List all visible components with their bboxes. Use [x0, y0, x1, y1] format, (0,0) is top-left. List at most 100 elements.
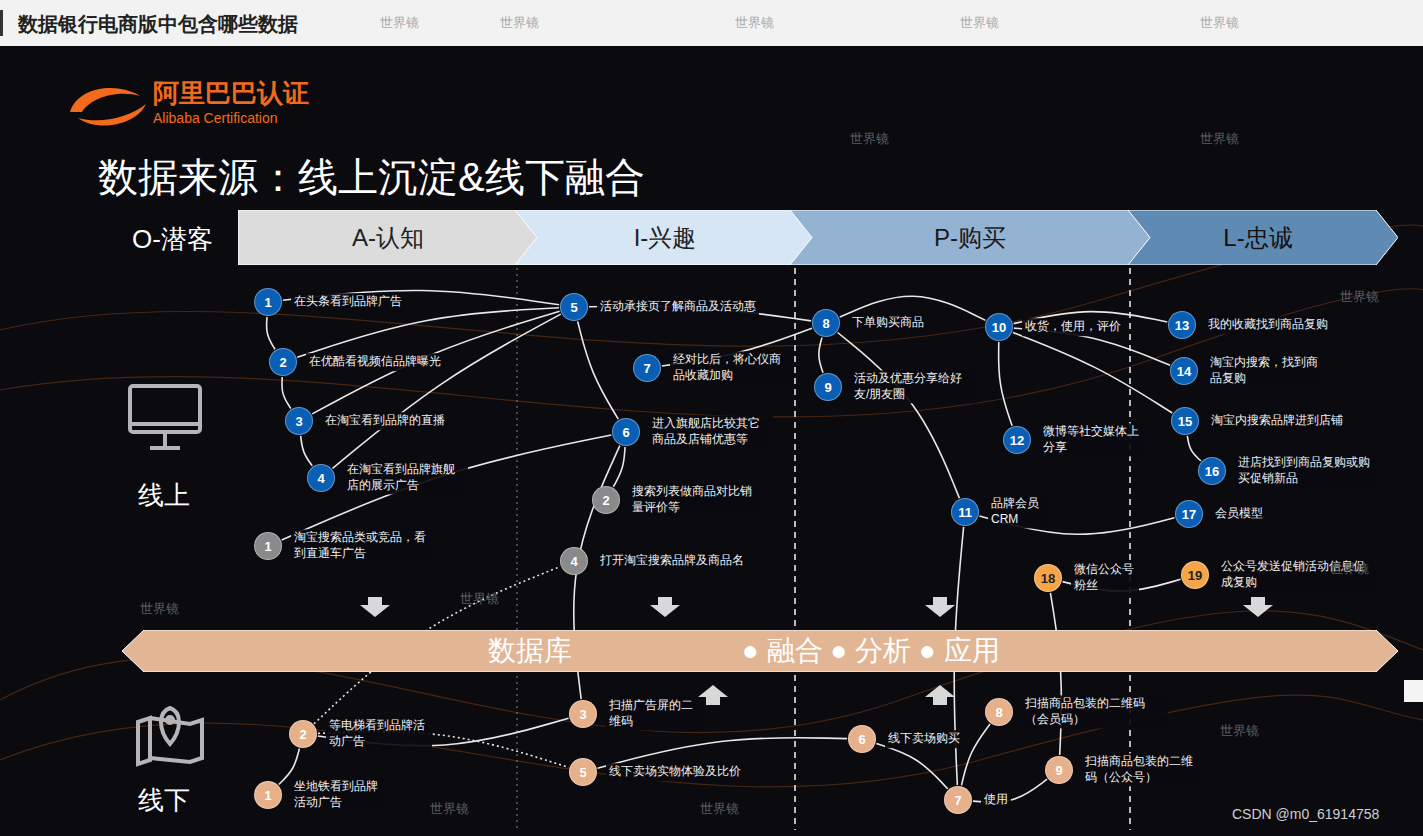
step-text: 我的收藏找到商品复购 — [1205, 316, 1331, 334]
flow-line — [1013, 332, 1172, 413]
step-circle: 17会员模型 — [1175, 500, 1203, 528]
step-circle: 19公众号发送促销活动信息促成复购 — [1181, 561, 1209, 589]
step-circle: 7经对比后，将心仪商品收藏加购 — [633, 354, 661, 382]
step-circle: 13我的收藏找到商品复购 — [1168, 311, 1196, 339]
step-circle: 1在头条看到品牌广告 — [254, 288, 282, 316]
step-number: 16 — [1205, 465, 1219, 478]
step-number: 1 — [264, 296, 271, 309]
step-circle: 1坐地铁看到品牌活动广告 — [254, 781, 282, 809]
step-circle: 2搜索列表做商品对比销量评价等 — [592, 486, 620, 514]
step-number: 11 — [958, 506, 972, 519]
step-circle: 4在淘宝看到品牌旗舰店的展示广告 — [307, 464, 335, 492]
step-circle: 8下单购买商品 — [812, 309, 840, 337]
stage-chevron: A-认知 — [238, 210, 548, 265]
step-number: 17 — [1182, 508, 1196, 521]
step-text: 下单购买商品 — [849, 314, 927, 332]
step-number: 1 — [264, 540, 271, 553]
channel-label: 线上 — [138, 478, 190, 513]
flow-line — [613, 447, 625, 487]
step-number: 7 — [643, 362, 650, 375]
step-number: 15 — [1178, 415, 1192, 428]
up-arrows — [698, 685, 955, 705]
decor-curves — [0, 225, 1423, 787]
step-text: 在淘宝看到品牌的直播 — [322, 412, 448, 430]
step-text: 扫描商品包装的二维码（公众号） — [1082, 753, 1198, 786]
step-number: 19 — [1188, 569, 1202, 582]
step-text: 坐地铁看到品牌活动广告 — [291, 778, 385, 811]
step-text: 扫描广告屏的二维码 — [606, 697, 702, 730]
step-circle: 2等电梯看到品牌活动广告 — [289, 720, 317, 748]
step-circle: 12微博等社交媒体上分享 — [1003, 426, 1031, 454]
step-circle: 14淘宝内搜索，找到商品复购 — [1170, 357, 1198, 385]
step-number: 4 — [317, 472, 324, 485]
shape-fill — [790, 210, 1160, 265]
step-number: 6 — [858, 733, 865, 746]
step-number: 7 — [954, 794, 961, 807]
watermark: 世界镜 — [460, 590, 499, 608]
step-text: 在头条看到品牌广告 — [291, 293, 405, 311]
band-title: 数据库 — [488, 632, 572, 670]
step-text: 使用 — [981, 791, 1011, 809]
shape-fill — [1128, 210, 1398, 265]
step-text: 经对比后，将心仪商品收藏加购 — [670, 351, 794, 384]
flow-line — [961, 724, 990, 785]
step-number: 5 — [570, 301, 577, 314]
watermark: 世界镜 — [1200, 130, 1239, 148]
stage-label: P-购买 — [790, 222, 1150, 254]
step-number: 8 — [995, 706, 1002, 719]
stage-chevron: I-兴趣 — [515, 210, 825, 265]
step-text: 扫描商品包装的二维码（会员码） — [1022, 695, 1168, 728]
step-text: 活动承接页了解商品及活动惠 — [597, 298, 759, 316]
flow-line — [1187, 436, 1201, 461]
step-number: 1 — [264, 789, 271, 802]
step-text: 线下卖场购买 — [885, 730, 963, 748]
channel-label: 线下 — [138, 783, 190, 818]
watermark: 世界镜 — [500, 14, 539, 32]
step-text: 进店找到到商品复购或购买促销新品 — [1235, 454, 1381, 487]
step-number: 10 — [992, 321, 1006, 334]
flow-line — [333, 314, 561, 468]
step-circle: 16进店找到到商品复购或购买促销新品 — [1198, 457, 1226, 485]
step-circle: 6进入旗舰店比较其它商品及店铺优惠等 — [612, 418, 640, 446]
step-text: 品牌会员CRM — [988, 495, 1050, 528]
step-text: 进入旗舰店比较其它商品及店铺优惠等 — [649, 415, 773, 448]
step-circle: 1淘宝搜索品类或竞品，看到直通车广告 — [254, 532, 282, 560]
step-number: 8 — [822, 317, 829, 330]
divider — [795, 268, 1130, 830]
step-text: 在优酷看视频信品牌曝光 — [306, 353, 444, 371]
step-text: 微博等社交媒体上分享 — [1040, 423, 1146, 456]
flow-line — [876, 744, 948, 789]
flow-line — [819, 337, 823, 372]
step-number: 4 — [570, 555, 577, 568]
watermark: 世界镜 — [380, 14, 419, 32]
watermark: 世界镜 — [700, 800, 739, 818]
flow-line — [267, 317, 275, 349]
step-number: 12 — [1010, 434, 1024, 447]
source-credit: CSDN @m0_61914758 — [1232, 806, 1379, 822]
flow-line — [578, 322, 619, 420]
step-text: 活动及优惠分享给好友/朋友圈 — [851, 370, 977, 403]
step-number: 13 — [1175, 319, 1189, 332]
header-mark — [0, 10, 3, 36]
step-text: 在淘宝看到品牌旗舰店的展示广告 — [344, 461, 468, 494]
watermark: 世界镜 — [960, 14, 999, 32]
stage-label: A-认知 — [238, 222, 538, 254]
shape-fill — [515, 210, 825, 265]
watermark: 世界镜 — [430, 800, 469, 818]
database-band: 数据库● 融合 ● 分析 ● 应用 — [122, 630, 1398, 672]
step-circle: 11品牌会员CRM — [951, 498, 979, 526]
header-bar — [0, 0, 1423, 46]
step-number: 2 — [279, 356, 286, 369]
watermark: 世界镜 — [1330, 560, 1369, 578]
step-number: 9 — [824, 381, 831, 394]
stage-chevron: P-购买 — [790, 210, 1160, 265]
logo-subtext: Alibaba Certification — [153, 110, 278, 126]
step-number: 18 — [1041, 572, 1055, 585]
monitor-icon — [130, 386, 200, 448]
step-text: 会员模型 — [1212, 505, 1266, 523]
watermark: 世界镜 — [1200, 14, 1239, 32]
watermark: 世界镜 — [140, 600, 179, 618]
stage-label: O-潜客 — [132, 222, 213, 257]
flow-line — [301, 436, 313, 466]
